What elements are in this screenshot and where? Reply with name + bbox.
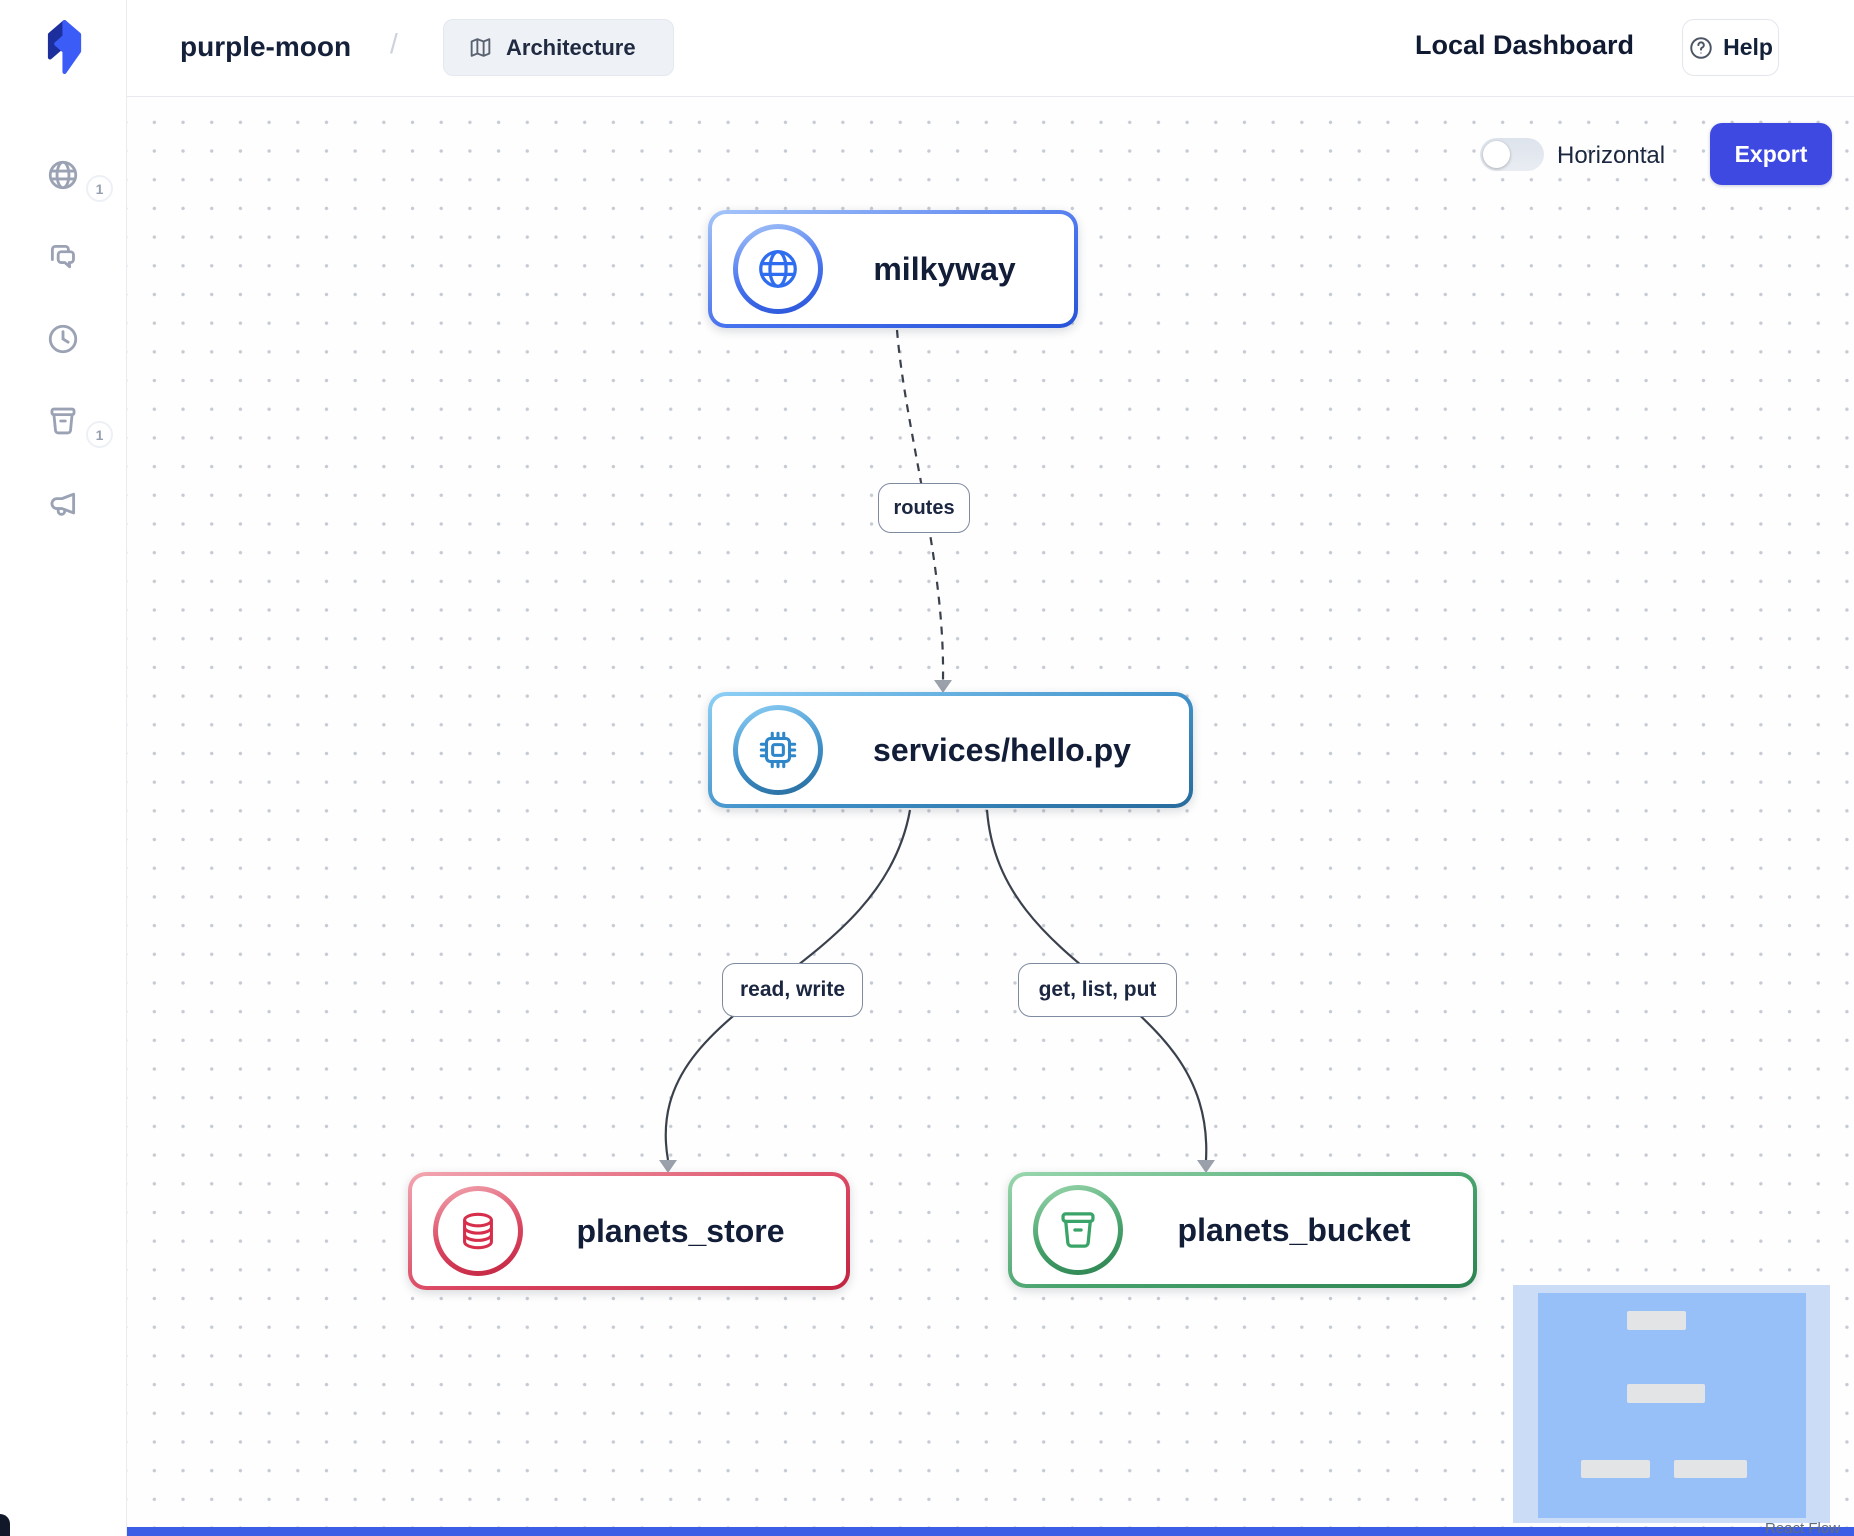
- bottom-accent-bar: [127, 1527, 1854, 1536]
- megaphone-icon: [50, 492, 76, 516]
- sidebar-item-schedules[interactable]: [46, 322, 80, 356]
- node-body: planets_store: [412, 1176, 846, 1286]
- minimap-node: [1674, 1460, 1747, 1478]
- sidebar-item-apis[interactable]: [46, 158, 80, 192]
- edge-label-get-list-put: get, list, put: [1018, 963, 1177, 1017]
- bucket-icon: [1061, 1212, 1095, 1248]
- export-button[interactable]: Export: [1710, 123, 1832, 185]
- minimap-node: [1581, 1460, 1650, 1478]
- node-body: planets_bucket: [1012, 1176, 1473, 1284]
- globe-icon: [759, 250, 797, 288]
- cpu-icon: [759, 731, 797, 769]
- edge-label-read-write: read, write: [722, 963, 863, 1017]
- reactflow-attribution: React Flow: [1765, 1520, 1841, 1536]
- sidebar: 1 1: [0, 0, 127, 1536]
- notification-badge: 1: [86, 421, 113, 448]
- minimap[interactable]: [1513, 1285, 1830, 1523]
- sidebar-item-websockets[interactable]: [46, 240, 80, 274]
- node-services-hello[interactable]: services/hello.py: [708, 692, 1193, 808]
- toggle-label: Horizontal: [1557, 142, 1666, 169]
- node-icon-ring: [1033, 1185, 1123, 1275]
- database-icon: [463, 1212, 493, 1250]
- node-label: services/hello.py: [873, 731, 1131, 768]
- app-logo[interactable]: [42, 20, 86, 74]
- node-planets-store[interactable]: planets_store: [408, 1172, 850, 1290]
- project-name: purple-moon: [180, 31, 352, 62]
- node-body: milkyway: [712, 214, 1074, 324]
- help-button[interactable]: Help: [1682, 19, 1779, 76]
- chat-icon: [50, 244, 75, 269]
- node-milkyway[interactable]: milkyway: [708, 210, 1078, 328]
- tab-label: Architecture: [506, 34, 636, 60]
- node-icon-ring: [433, 1186, 523, 1276]
- node-planets-bucket[interactable]: planets_bucket: [1008, 1172, 1477, 1288]
- main-column: purple-moon / Architecture Local Dashboa…: [127, 0, 1854, 1536]
- edge-label-routes: routes: [878, 483, 970, 533]
- horizontal-toggle[interactable]: [1480, 138, 1544, 171]
- map-icon: [470, 38, 491, 57]
- minimap-viewport[interactable]: [1538, 1293, 1806, 1518]
- help-label: Help: [1723, 34, 1773, 60]
- top-bar: purple-moon / Architecture Local Dashboa…: [127, 0, 1854, 97]
- node-body: services/hello.py: [712, 696, 1189, 804]
- node-label: planets_bucket: [1177, 1211, 1411, 1248]
- globe-icon: [48, 160, 78, 190]
- toggle-knob: [1483, 141, 1510, 168]
- bucket-icon: [50, 407, 76, 435]
- breadcrumb-separator: /: [390, 28, 398, 59]
- notification-badge: 1: [86, 175, 113, 202]
- flow-canvas[interactable]: Horizontal Export milkyway: [127, 97, 1854, 1536]
- minimap-node: [1627, 1384, 1705, 1403]
- clock-icon: [48, 324, 78, 354]
- corner-artifact: [0, 1514, 10, 1536]
- node-label: milkyway: [873, 250, 1016, 287]
- page-title: Local Dashboard: [1415, 30, 1635, 60]
- node-icon-ring: [733, 224, 823, 314]
- minimap-node: [1627, 1311, 1686, 1330]
- node-label: planets_store: [576, 1212, 785, 1249]
- sidebar-item-topics[interactable]: [46, 488, 80, 522]
- tab-architecture[interactable]: Architecture: [443, 19, 674, 76]
- help-icon: [1690, 36, 1712, 59]
- node-icon-ring: [733, 705, 823, 795]
- sidebar-item-storage[interactable]: [46, 404, 80, 438]
